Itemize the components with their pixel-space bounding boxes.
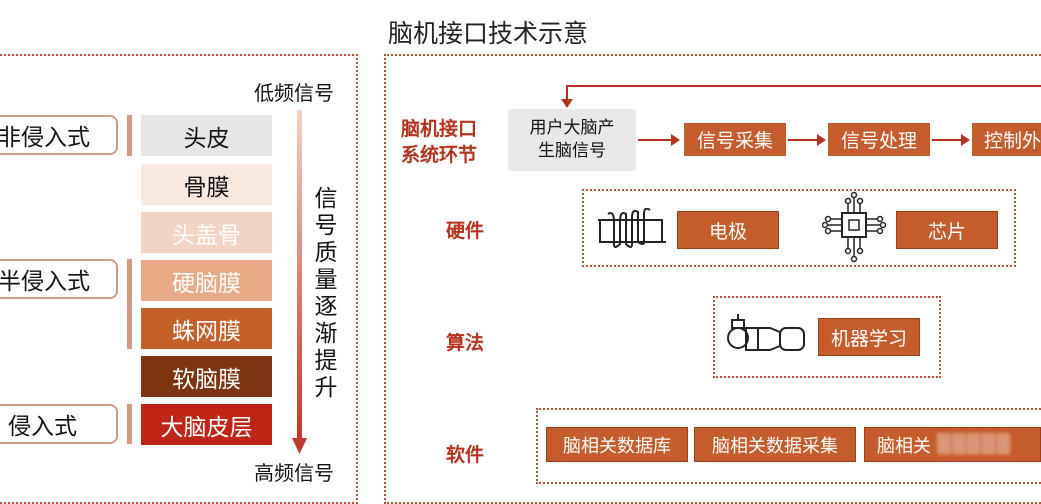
watermark-overlay: ▒▒▒▒▒: [937, 434, 1012, 455]
layer-pia-mater: 软脑膜: [141, 356, 272, 397]
arrow-to-processing: [788, 134, 826, 146]
system-stage-label-line2: 系统环节: [401, 144, 478, 166]
signal-gradient-arrow: [292, 110, 307, 454]
machine-learning-box: 机器学习: [818, 318, 920, 356]
system-stage-label-line1: 脑机接口: [401, 118, 478, 140]
user-brain-signal-line2: 生脑信号: [538, 141, 606, 161]
algorithm-label: 算法: [446, 332, 485, 354]
bracket-invasive: [127, 404, 132, 444]
feedback-arrow: [561, 85, 1041, 108]
arrow-to-acquisition: [638, 134, 680, 146]
pipeline-control-output: 控制外: [972, 123, 1041, 156]
high-frequency-label: 高频信号: [254, 461, 334, 485]
category-semi-invasive: 半侵入式: [0, 259, 118, 299]
chip-box: 芯片: [896, 211, 998, 249]
bracket-non-invasive: [127, 115, 132, 156]
software-brain-data-collection: 脑相关数据采集: [694, 427, 856, 462]
arrow-to-control: [932, 134, 970, 146]
user-brain-signal-line1: 用户大脑产: [529, 118, 615, 138]
low-frequency-label: 低频信号: [254, 81, 334, 105]
software-brain-related: 脑相关 ▒▒▒▒▒: [864, 427, 1041, 462]
layer-scalp: 头皮: [141, 115, 272, 156]
software-group: [536, 408, 1041, 484]
user-brain-signal-box: 用户大脑产 生脑信号: [508, 109, 636, 171]
layer-arachnoid: 蛛网膜: [141, 308, 272, 349]
system-stage-label: 脑机接口 系统环节: [401, 116, 477, 168]
software-label: 软件: [446, 444, 485, 466]
category-invasive-label: 侵入式: [8, 414, 77, 440]
category-semi-invasive-label: 半侵入式: [0, 269, 90, 295]
pipeline-signal-acquisition: 信号采集: [684, 123, 786, 156]
layer-skull: 头盖骨: [141, 212, 272, 253]
electrode-box: 电极: [677, 211, 779, 249]
signal-quality-text: 信号质量逐渐提升: [314, 186, 338, 401]
bracket-semi-invasive: [127, 259, 132, 349]
category-non-invasive: 非侵入式: [0, 115, 118, 155]
software-brain-related-label: 脑相关: [877, 435, 931, 457]
software-brain-database: 脑相关数据库: [546, 427, 688, 462]
layer-periosteum: 骨膜: [141, 164, 272, 205]
page-title: 脑机接口技术示意: [388, 19, 589, 48]
layer-dura-mater: 硬脑膜: [141, 260, 272, 301]
electrode-icon: [598, 208, 666, 248]
machine-learning-device-icon: [727, 314, 805, 351]
layer-cerebral-cortex: 大脑皮层: [141, 404, 272, 445]
category-invasive: 侵入式: [0, 404, 118, 444]
hardware-label: 硬件: [446, 220, 485, 242]
chip-icon: [822, 191, 886, 263]
hardware-group: [582, 189, 1016, 267]
category-non-invasive-label: 非侵入式: [0, 125, 90, 151]
algorithm-group: [713, 296, 941, 378]
pipeline-signal-processing: 信号处理: [828, 123, 930, 156]
